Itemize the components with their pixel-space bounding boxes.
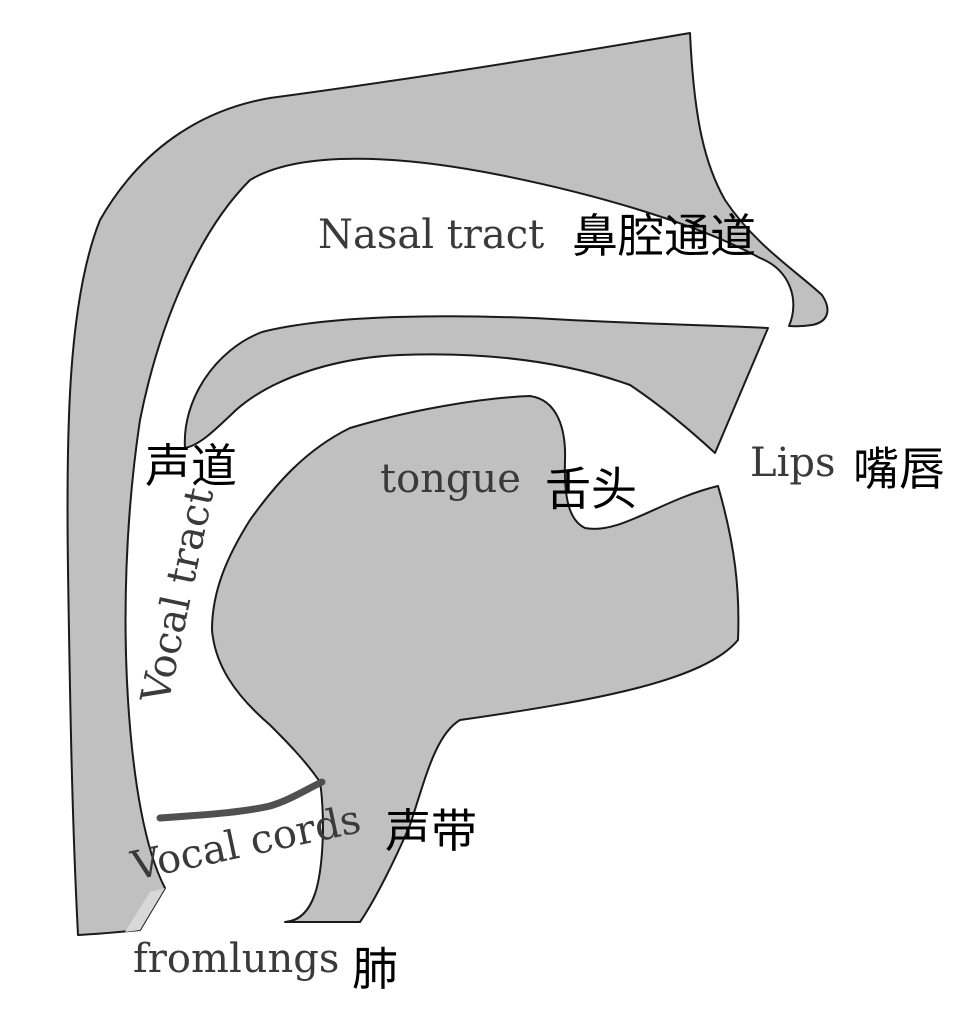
label-nasal-tract: Nasal tract	[318, 212, 544, 258]
label-vocal-tract-zh: 声道	[145, 439, 237, 493]
palate-upper-jaw	[183, 315, 769, 454]
label-vocal-cords-zh: 声带	[385, 804, 477, 858]
label-lips-zh: 嘴唇	[853, 442, 945, 496]
tongue-and-lower-jaw	[211, 395, 740, 923]
label-vocal-tract: Vocal tract	[133, 484, 224, 708]
vocal-cords-line	[156, 778, 326, 822]
pharynx-and-nasal-roof	[66, 32, 829, 936]
label-lips: Lips	[750, 440, 836, 486]
label-from-lungs-zh: 肺	[352, 942, 398, 996]
label-from-lungs: fromlungs	[133, 936, 339, 982]
lungs-inlet	[125, 888, 165, 932]
label-tongue-zh: 舌头	[545, 462, 637, 516]
label-tongue: tongue	[380, 456, 521, 502]
label-nasal-tract-zh: 鼻腔通道	[572, 209, 756, 263]
